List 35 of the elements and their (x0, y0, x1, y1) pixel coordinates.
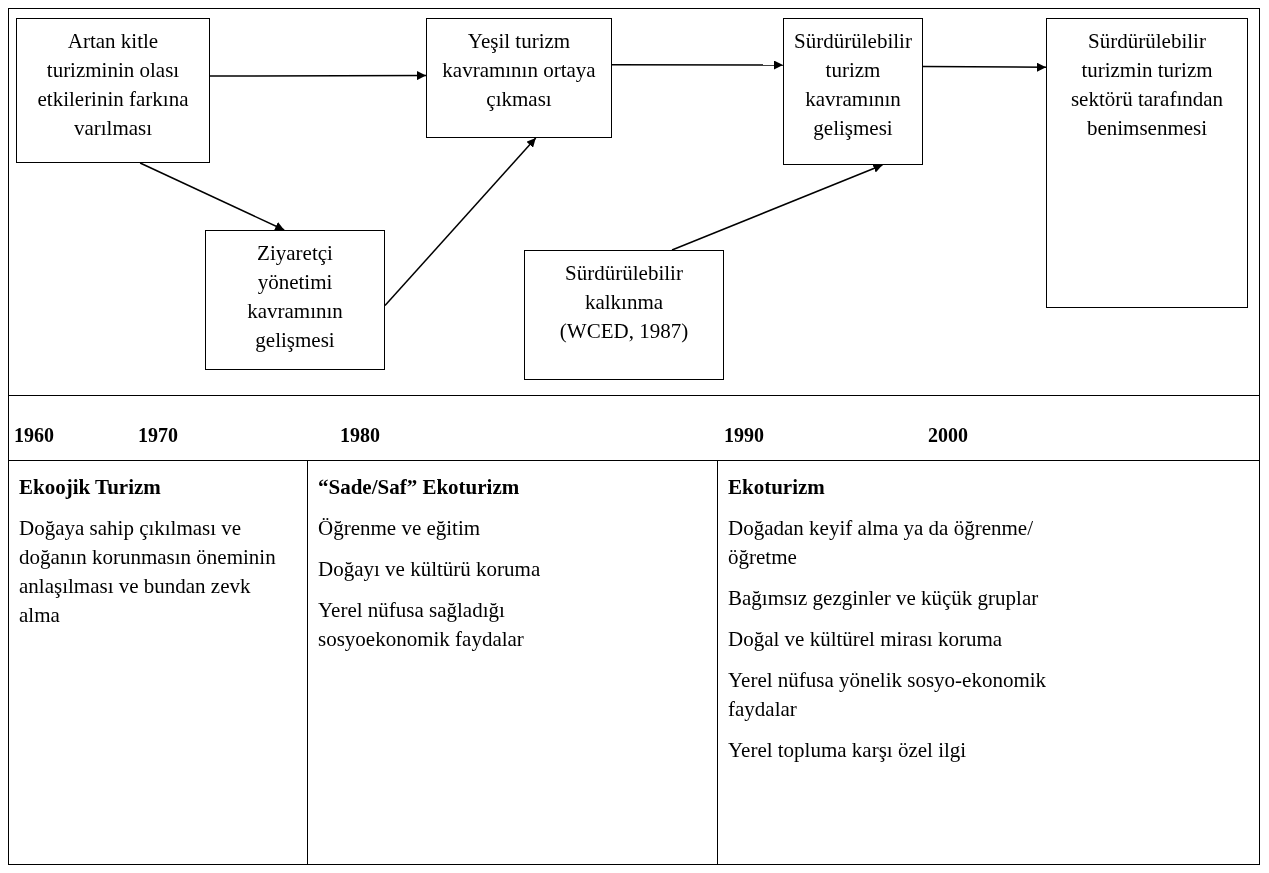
box-text: Sürdürülebilir kalkınma (WCED, 1987) (558, 260, 690, 345)
arrow (671, 164, 884, 251)
list-item: Yerel nüfusa sağladığı sosyoekonomik faydalar (318, 597, 525, 653)
list-item: Yerel topluma karşı özel ilgi (728, 737, 968, 764)
arrow (139, 162, 285, 231)
list-item: Doğayı ve kültürü koruma (318, 556, 542, 583)
box-text: Yeşil turizm kavramının ortaya çıkması (441, 28, 597, 113)
process-box (16, 18, 210, 163)
column-heading: Ekoturizm (728, 474, 826, 501)
arrow (384, 137, 537, 307)
column-heading: Ekoojik Turizm (19, 474, 162, 501)
process-box (1046, 18, 1248, 308)
year-label: 1990 (724, 424, 764, 447)
year-label: 1970 (138, 424, 178, 447)
list-item: Doğadan keyif alma ya da öğrenme/öğretme (728, 515, 1034, 571)
process-box (426, 18, 612, 138)
year-label: 1980 (340, 424, 380, 447)
year-label: 1960 (14, 424, 54, 447)
column-heading: “Sade/Saf” Ekoturizm (318, 474, 521, 501)
box-text: Sürdürülebilir turizmin turizm sektörü tarafından benimsenmesi (1069, 28, 1225, 142)
box-text: Artan kitle turizminin olası etkilerinin farkına varılması (36, 28, 190, 142)
arrow (209, 71, 427, 81)
box-text: Sürdürülebilir turizm kavramının gelişmesi (793, 28, 913, 142)
list-item: Doğal ve kültürel mirası koruma (728, 626, 1004, 653)
list-item: Bağımsız gezginler ve küçük gruplar (728, 585, 1040, 612)
process-box (524, 250, 724, 380)
list-item: Yerel nüfusa yönelik sosyo-ekonomik faydalar (728, 667, 1048, 723)
arrow (922, 62, 1047, 72)
year-label: 2000 (928, 424, 968, 447)
process-box (205, 230, 385, 370)
box-text: Ziyaretçi yönetimi kavramının gelişmesi (246, 240, 344, 354)
list-item: Öğrenme ve eğitim (318, 515, 482, 542)
process-box (783, 18, 923, 165)
arrow (611, 60, 784, 70)
list-item: Doğaya sahip çıkılması ve doğanın korunmasın öneminin anlaşılması ve bundan zevk alma (19, 515, 277, 629)
